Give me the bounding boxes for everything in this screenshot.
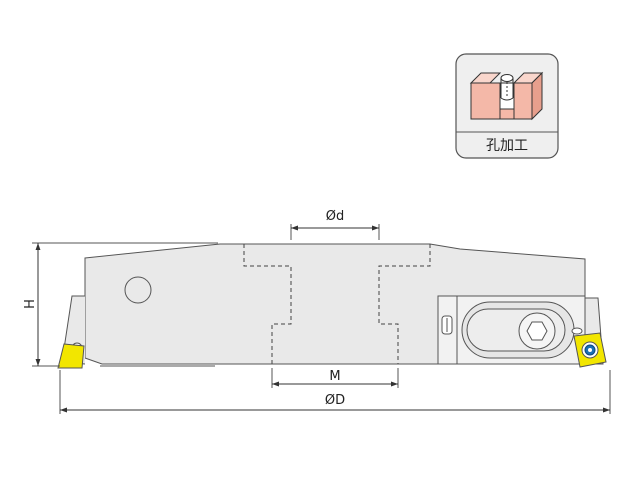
side-hole	[124, 276, 152, 304]
right-insert	[571, 327, 607, 368]
dim-diameter-label: ØD	[325, 393, 345, 408]
process-badge: 孔加工	[455, 53, 559, 159]
dim-height: H	[23, 242, 218, 367]
cartridge	[437, 295, 586, 365]
hex-socket-icon	[526, 321, 548, 341]
dim-thread: M	[271, 368, 399, 388]
dim-diameter: ØD	[59, 370, 611, 414]
dim-thread-label: M	[329, 369, 340, 384]
left-insert	[57, 343, 85, 369]
dim-bore: Ød	[290, 209, 380, 240]
badge-label: 孔加工	[486, 138, 528, 154]
bore-hidden-lines	[243, 244, 431, 364]
dim-bore-label: Ød	[326, 209, 344, 224]
dim-height-label: H	[23, 299, 38, 309]
hole-machining-block-icon	[469, 71, 544, 121]
